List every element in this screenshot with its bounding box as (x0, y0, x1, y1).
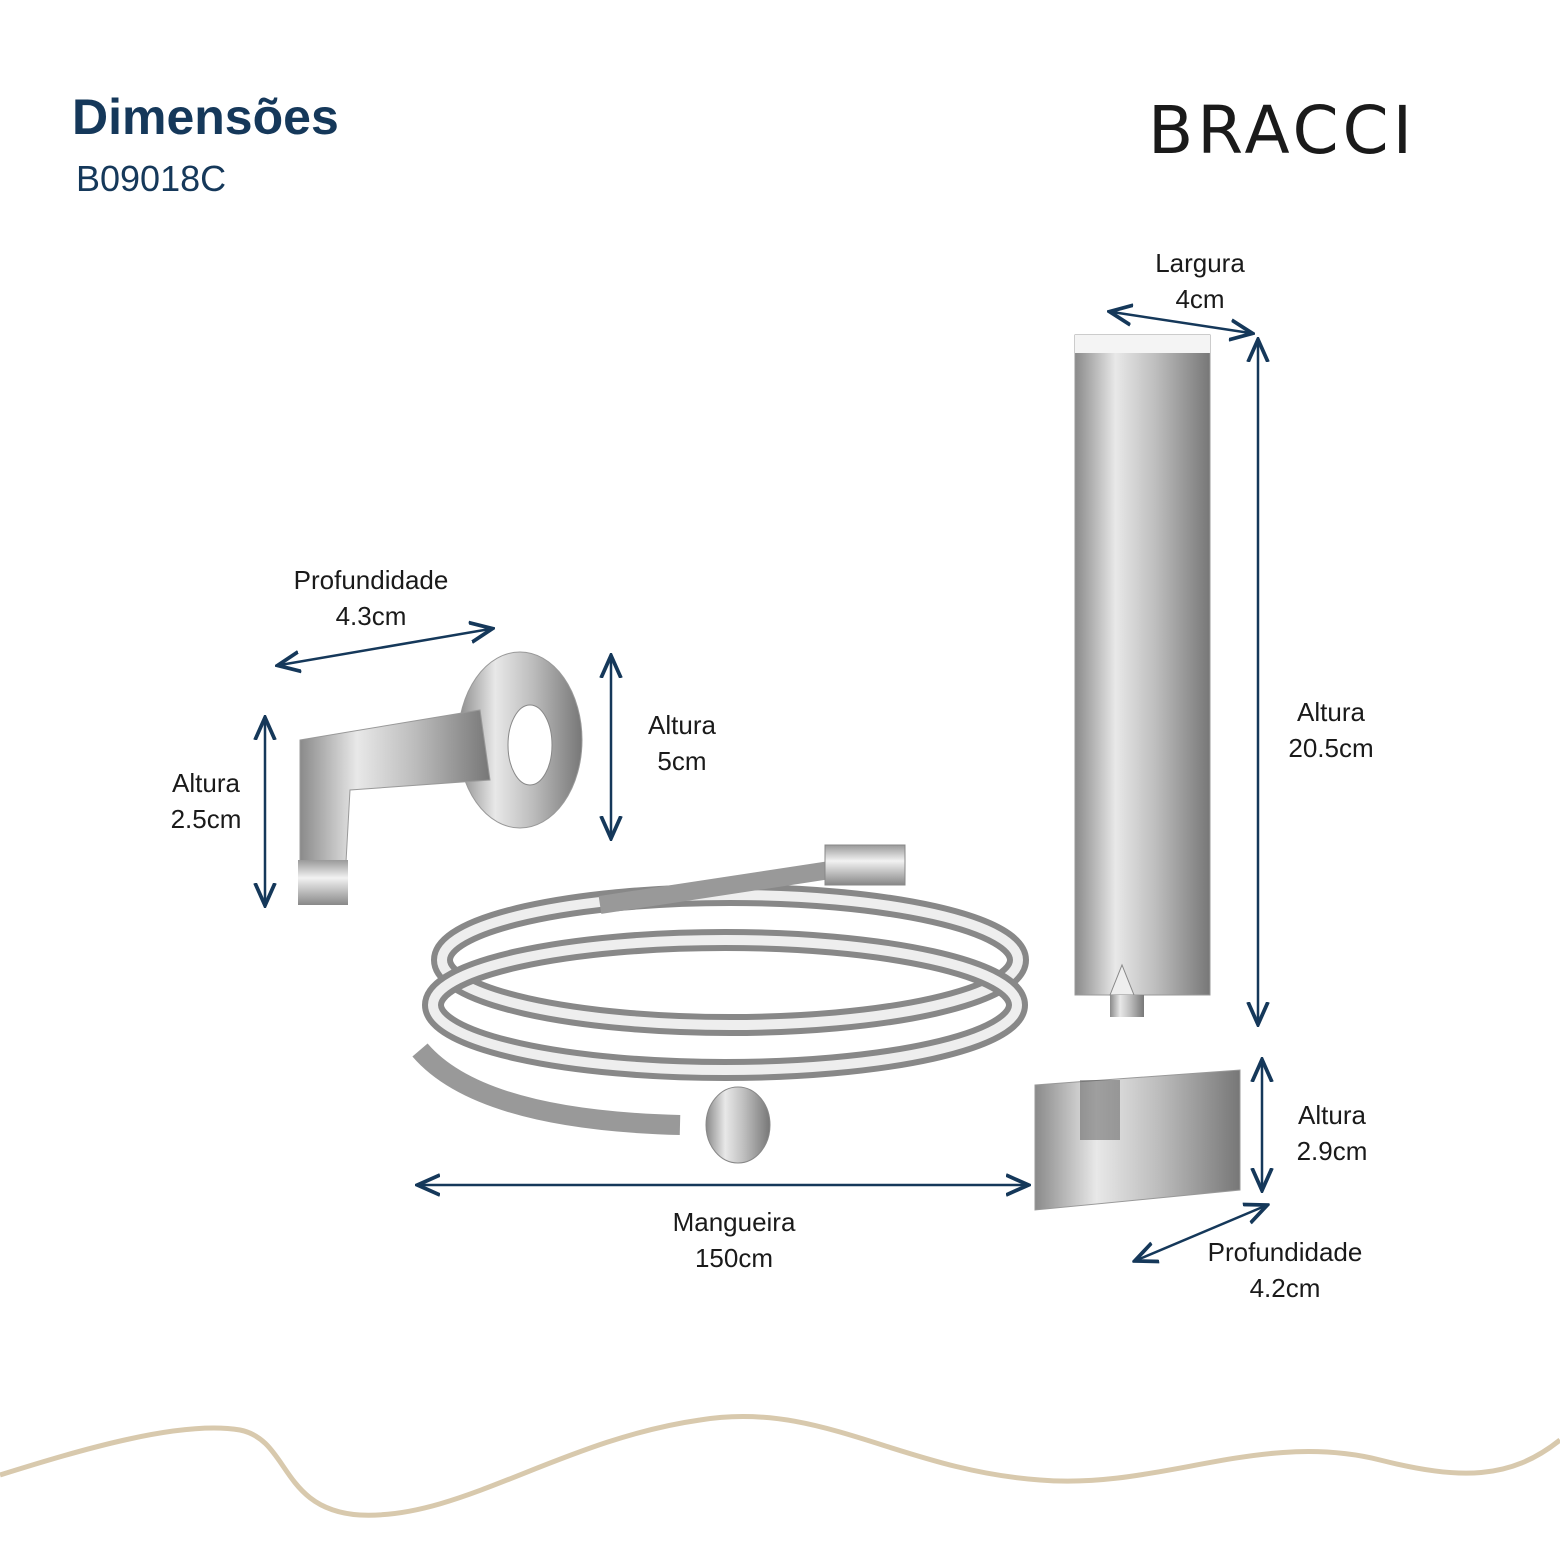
page-title: Dimensões (72, 89, 339, 145)
wall-arm (298, 651, 583, 905)
holder-depth-arrow (1137, 1206, 1265, 1260)
arm-depth-arrow (280, 629, 490, 665)
shower-holder (1034, 1069, 1241, 1211)
decorative-wave (0, 1414, 1560, 1518)
hose (412, 844, 1029, 1164)
product-code: B09018C (76, 158, 227, 199)
hand-shower (1074, 334, 1211, 1017)
brand-logo: BRACCI (1148, 92, 1417, 169)
width-arrow (1112, 312, 1250, 333)
